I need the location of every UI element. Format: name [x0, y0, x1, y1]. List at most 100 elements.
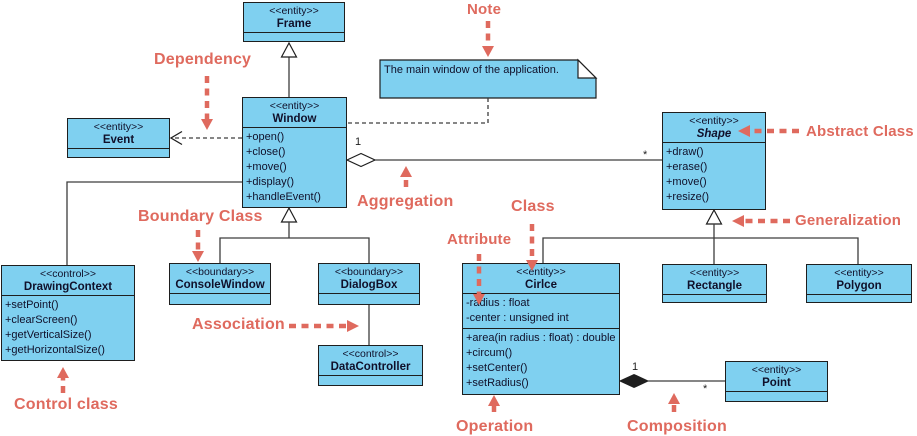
operation: +getHorizontalSize(): [5, 344, 105, 356]
stereotype-label: <<entity>>: [516, 266, 566, 278]
class-header: <<boundary>> ConsoleWindow: [170, 264, 270, 294]
operation: +circum(): [466, 347, 513, 359]
annotation-boundary-class: Boundary Class: [138, 208, 263, 225]
empty-compartment: [663, 295, 766, 302]
empty-compartment: [726, 392, 827, 401]
stereotype-label: <<entity>>: [269, 100, 320, 112]
operation: +erase(): [666, 161, 708, 173]
operations-compartment: +area(in radius : float) : double +circu…: [463, 329, 619, 393]
operation: +clearScreen(): [5, 314, 78, 326]
annotation-attribute: Attribute: [447, 231, 512, 248]
note-anchor-line: [347, 98, 489, 124]
stereotype-label: <<entity>>: [751, 364, 802, 376]
aggregation-multiplicity-1: 1: [355, 136, 362, 148]
aggregation-arrowhead: [400, 166, 412, 177]
class-header: <<entity>> Point: [726, 362, 827, 392]
empty-compartment: [68, 149, 169, 157]
class-header: <<boundary>> DialogBox: [319, 264, 419, 294]
dependency-arrowhead: [201, 119, 213, 130]
operation: +draw(): [666, 146, 704, 158]
class-drawingcontext[interactable]: <<control>> DrawingContext +setPoint() +…: [1, 265, 135, 361]
empty-compartment: [807, 295, 911, 302]
operation: +getVerticalSize(): [5, 329, 92, 341]
stereotype-label: <<entity>>: [689, 267, 740, 279]
control-class-arrowhead: [57, 367, 69, 378]
class-name: ConsoleWindow: [175, 279, 265, 291]
aggregation-diamond: [345, 152, 377, 168]
class-header: <<entity>> Window: [243, 98, 346, 128]
composition-multiplicity-1: 1: [632, 361, 639, 373]
class-dialogbox[interactable]: <<boundary>> DialogBox: [318, 263, 420, 305]
generalization-arrowhead-shape: [705, 208, 723, 225]
aggregation-multiplicity-many: *: [643, 149, 648, 161]
class-header: <<entity>> Event: [68, 119, 169, 149]
boundary-class-arrowhead: [192, 251, 204, 262]
attributes-compartment: -radius : float -center : unsigned int: [463, 294, 619, 329]
class-header: <<entity>> Polygon: [807, 265, 911, 295]
class-event[interactable]: <<entity>> Event: [67, 118, 170, 158]
class-polygon[interactable]: <<entity>> Polygon: [806, 264, 912, 303]
class-header: <<control>> DrawingContext: [2, 266, 134, 296]
annotation-dependency: Dependency: [154, 51, 252, 68]
class-name: Point: [762, 377, 791, 389]
class-name: Cirlce: [525, 279, 557, 291]
empty-compartment: [319, 376, 422, 385]
stereotype-label: <<boundary>>: [185, 266, 255, 278]
stereotype-label: <<entity>>: [269, 5, 319, 17]
attribute: -center : unsigned int: [466, 312, 569, 324]
operation: +close(): [246, 146, 286, 158]
class-header: <<entity>> Rectangle: [663, 265, 766, 295]
annotation-control-class: Control class: [14, 396, 118, 413]
annotation-aggregation: Aggregation: [357, 193, 454, 210]
class-frame[interactable]: <<entity>> Frame: [243, 2, 345, 42]
note-arrowhead: [482, 46, 494, 57]
class-name: Rectangle: [687, 280, 742, 292]
class-name: Shape: [696, 128, 732, 140]
annotation-composition: Composition: [627, 418, 727, 435]
generalization-arrowhead: [732, 215, 744, 227]
class-header: <<entity>> Frame: [244, 3, 344, 33]
operation-arrowhead: [488, 395, 500, 406]
stereotype-label: <<control>>: [39, 268, 97, 280]
class-consolewindow[interactable]: <<boundary>> ConsoleWindow: [169, 263, 271, 305]
operations-compartment: +open() +close() +move() +display() +han…: [243, 128, 346, 207]
dependency-arrowhead-event: [169, 130, 183, 146]
class-header: <<entity>> Cirlce: [463, 264, 619, 294]
class-name: DrawingContext: [23, 281, 113, 293]
operation: +move(): [246, 161, 287, 173]
generalization-arrowhead-window: [280, 206, 298, 223]
class-name: Window: [272, 113, 317, 125]
operation: +setRadius(): [466, 377, 529, 389]
operation: +open(): [246, 131, 285, 143]
class-name: DataController: [330, 361, 411, 373]
class-datacontroller[interactable]: <<control>> DataController: [318, 345, 423, 386]
generalization-arrowhead-frame: [280, 41, 298, 58]
empty-compartment: [170, 294, 270, 304]
generalization-branch-shape: [542, 237, 859, 264]
association-arrowhead: [347, 320, 359, 332]
class-window[interactable]: <<entity>> Window +open() +close() +move…: [242, 97, 347, 208]
operation: +setCenter(): [466, 362, 528, 374]
class-point[interactable]: <<entity>> Point: [725, 361, 828, 402]
operation: +display(): [246, 176, 294, 188]
annotation-abstract-class: Abstract Class: [806, 123, 914, 140]
note[interactable]: The main window of the application.: [384, 64, 559, 76]
attribute: -radius : float: [466, 297, 530, 309]
stereotype-label: <<boundary>>: [334, 266, 404, 278]
class-name: DialogBox: [340, 279, 398, 291]
class-rectangle[interactable]: <<entity>> Rectangle: [662, 264, 767, 303]
operation: +handleEvent(): [246, 191, 321, 203]
class-shape[interactable]: <<entity>> Shape +draw() +erase() +move(…: [662, 112, 766, 210]
stereotype-label: <<entity>>: [689, 115, 739, 127]
empty-compartment: [319, 294, 419, 304]
annotation-class: Class: [511, 198, 555, 215]
annotation-generalization: Generalization: [795, 212, 902, 229]
class-name: Frame: [276, 18, 312, 30]
operation: +area(in radius : float) : double: [466, 332, 616, 344]
class-name: Polygon: [836, 280, 882, 292]
empty-compartment: [244, 33, 344, 41]
class-circle[interactable]: <<entity>> Cirlce -radius : float -cente…: [462, 263, 620, 395]
operations-compartment: +draw() +erase() +move() +resize(): [663, 143, 765, 207]
operation: +resize(): [666, 191, 710, 203]
